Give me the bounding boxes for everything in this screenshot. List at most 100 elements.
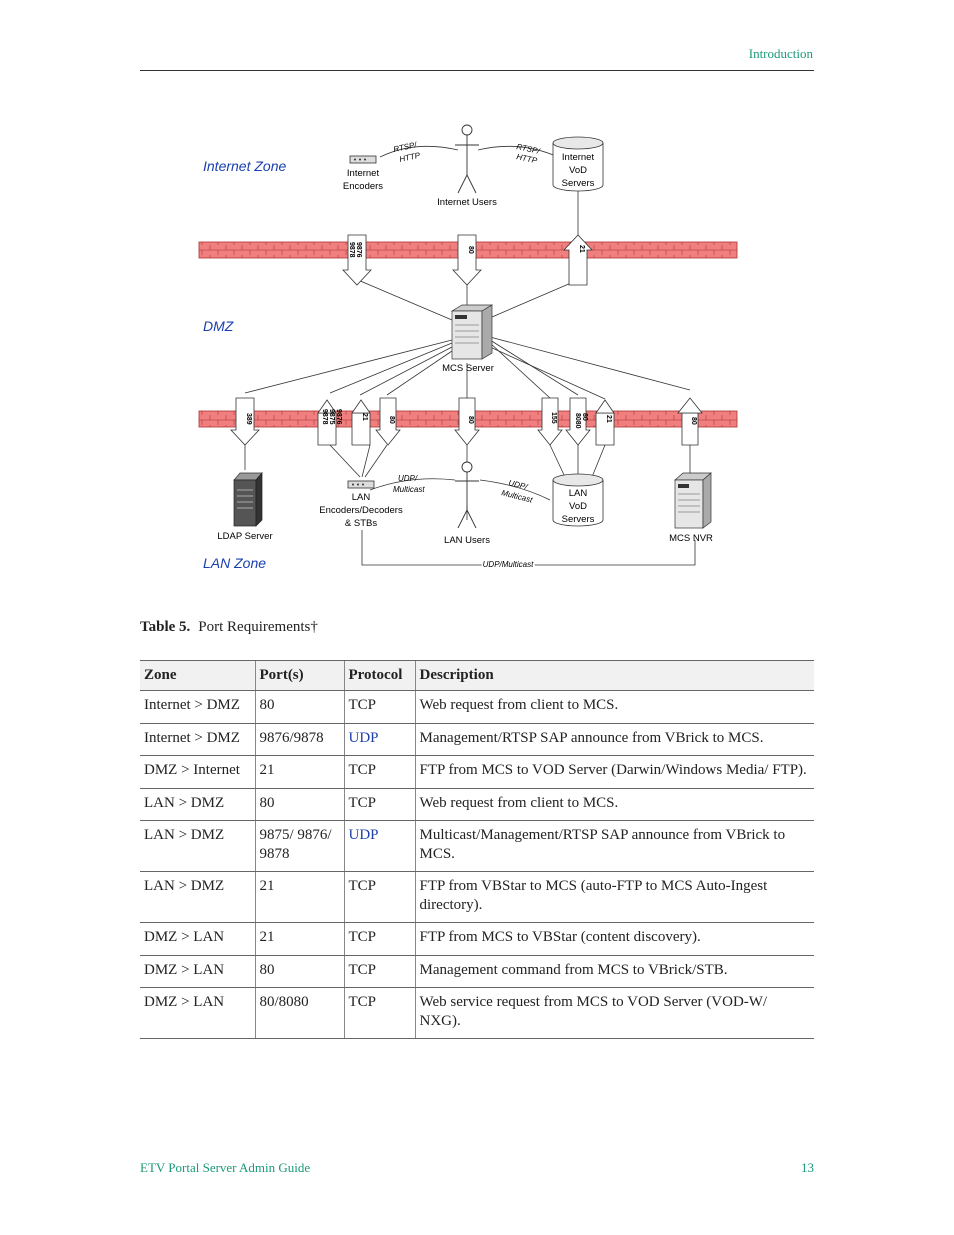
top-port-9878: 9878 (348, 242, 355, 258)
cell-zone: LAN > DMZ (140, 788, 255, 821)
cell-zone: DMZ > LAN (140, 987, 255, 1039)
top-port-9876: 9876 (355, 242, 362, 258)
bottom-port-80a: 80 (388, 416, 395, 424)
bottom-port-80b: 80 (467, 416, 474, 424)
col-header-zone: Zone (140, 660, 255, 691)
bottom-port-389: 389 (245, 413, 252, 425)
link-udp-right-2: Multicast (501, 488, 535, 505)
internet-vod-icon (552, 136, 604, 192)
lan-encoders-label-3: & STBs (345, 518, 377, 529)
internet-vod-label-1: Internet (562, 152, 595, 163)
table-row: LAN > DMZ 9875/ 9876/ 9878 UDP Multicast… (140, 820, 814, 872)
table-row: LAN > DMZ 80 TCP Web request from client… (140, 788, 814, 821)
table-row: LAN > DMZ 21 TCP FTP from VBStar to MCS … (140, 871, 814, 923)
ldap-server-icon (233, 472, 263, 527)
table-row: DMZ > LAN 21 TCP FTP from MCS to VBStar … (140, 922, 814, 956)
cell-description: Management/RTSP SAP announce from VBrick… (414, 723, 814, 756)
cell-protocol: TCP (343, 755, 415, 789)
cell-ports: 80 (254, 690, 344, 724)
lan-encoders-icon (347, 480, 375, 489)
cell-zone: DMZ > LAN (140, 955, 255, 988)
table-row: Internet > DMZ 80 TCP Web request from c… (140, 690, 814, 724)
cell-description: FTP from MCS to VBStar (content discover… (414, 922, 814, 956)
cell-ports: 21 (254, 871, 344, 923)
link-udp-bottom: UDP/Multicast (483, 560, 534, 569)
internet-vod-label-3: Servers (562, 178, 595, 189)
lan-vod-label-3: Servers (562, 514, 595, 525)
cell-zone: DMZ > LAN (140, 922, 255, 956)
cell-description: Web request from client to MCS. (414, 788, 814, 821)
network-diagram: Internet Zone DMZ LAN Zone (198, 124, 738, 571)
link-rtsp-left-2: HTTP (399, 151, 422, 164)
bottom-port-9875: 9875 (328, 409, 335, 425)
cell-description: Web request from client to MCS. (414, 690, 814, 724)
cell-protocol: TCP (343, 955, 415, 988)
cell-zone: DMZ > Internet (140, 755, 255, 789)
table-caption: Table 5. Port Requirements† (140, 619, 318, 636)
cell-description: Web service request from MCS to VOD Serv… (414, 987, 814, 1039)
link-udp-left-2: Multicast (393, 485, 425, 494)
bottom-port-21a: 21 (361, 413, 368, 421)
cell-protocol: TCP (343, 690, 415, 724)
port-requirements-table: Zone Port(s) Protocol Description Intern… (140, 660, 814, 1039)
internet-users-icon (455, 124, 479, 194)
table-caption-label: Table 5. (140, 619, 191, 635)
table-caption-title: Port Requirements† (198, 619, 318, 635)
zone-label-lan: LAN Zone (203, 555, 266, 571)
cell-zone: LAN > DMZ (140, 871, 255, 923)
cell-zone: LAN > DMZ (140, 820, 255, 872)
internet-vod-label-2: VoD (569, 165, 587, 176)
cell-protocol: TCP (343, 788, 415, 821)
lan-users-icon (455, 461, 479, 529)
cell-protocol-link[interactable]: UDP (343, 820, 415, 872)
lan-encoders-label-1: LAN (352, 492, 371, 503)
cell-description: Management command from MCS to VBrick/ST… (414, 955, 814, 988)
lan-vod-label-1: LAN (569, 488, 588, 499)
cell-zone: Internet > DMZ (140, 690, 255, 724)
footer-page-number: 13 (801, 1160, 814, 1175)
zone-label-internet: Internet Zone (203, 158, 286, 174)
col-header-description: Description (414, 660, 814, 691)
cell-ports: 21 (254, 755, 344, 789)
cell-ports: 21 (254, 922, 344, 956)
bottom-port-arrows: 389 9876 9875 9878 21 80 80 155 80 8080 … (230, 397, 703, 446)
connection-lines (244, 145, 696, 566)
ldap-server-label: LDAP Server (217, 531, 272, 542)
bottom-port-8080: 8080 (574, 413, 581, 429)
mcs-server-icon (450, 304, 494, 360)
table-row: DMZ > Internet 21 TCP FTP from MCS to VO… (140, 755, 814, 789)
table-header-row: Zone Port(s) Protocol Description (140, 660, 814, 691)
cell-ports: 80 (254, 788, 344, 821)
lan-vod-label-2: VoD (569, 501, 587, 512)
mcs-nvr-icon (674, 472, 712, 529)
bottom-port-21b: 21 (605, 415, 612, 423)
lan-vod-icon (552, 473, 604, 527)
cell-ports: 80 (254, 955, 344, 988)
footer-doc-title: ETV Portal Server Admin Guide (140, 1160, 311, 1175)
header-rule (140, 70, 814, 71)
lan-users-label: LAN Users (444, 535, 490, 546)
cell-ports: 80/8080 (254, 987, 344, 1039)
internet-encoders-icon (349, 155, 377, 164)
top-port-arrows: 9876 9878 80 21 (342, 234, 593, 286)
internet-users-label: Internet Users (437, 197, 497, 208)
mcs-server-label: MCS Server (442, 363, 494, 374)
zone-label-dmz: DMZ (203, 318, 234, 334)
cell-zone: Internet > DMZ (140, 723, 255, 756)
cell-protocol: TCP (343, 987, 415, 1039)
link-rtsp-right-2: HTTP (516, 152, 539, 165)
link-udp-left-1: UDP/ (398, 474, 418, 483)
bottom-port-155: 155 (550, 412, 557, 424)
col-header-ports: Port(s) (254, 660, 344, 691)
table-row: DMZ > LAN 80 TCP Management command from… (140, 955, 814, 988)
top-port-21: 21 (578, 245, 585, 253)
cell-description: Multicast/Management/RTSP SAP announce f… (414, 820, 814, 872)
table-row: Internet > DMZ 9876/9878 UDP Management/… (140, 723, 814, 756)
cell-description: FTP from VBStar to MCS (auto-FTP to MCS … (414, 871, 814, 923)
cell-description: FTP from MCS to VOD Server (Darwin/Windo… (414, 755, 814, 789)
cell-protocol-link[interactable]: UDP (343, 723, 415, 756)
internet-encoders-label-1: Internet (347, 168, 380, 179)
cell-protocol: TCP (343, 922, 415, 956)
bottom-port-9878: 9878 (321, 409, 328, 425)
cell-protocol: TCP (343, 871, 415, 923)
